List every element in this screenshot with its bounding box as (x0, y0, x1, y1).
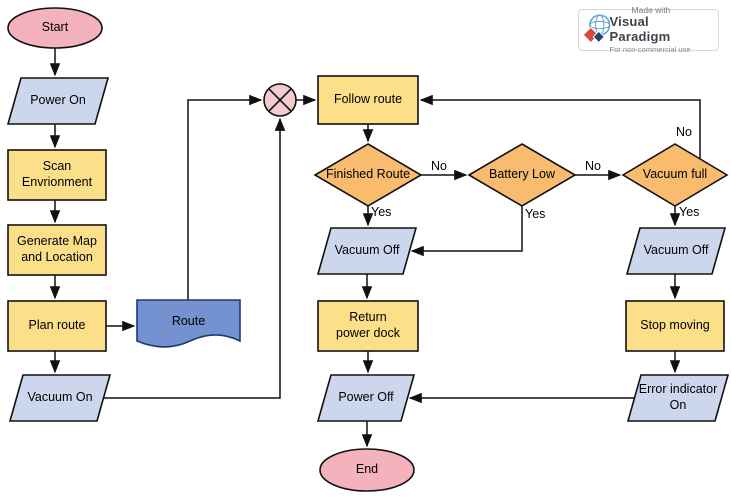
watermark-license: For non-commercial use (609, 45, 691, 55)
vacuum-off-right-node-label: Vacuum Off (643, 243, 709, 258)
vacuum-full-decision-shape (621, 143, 729, 207)
visual-paradigm-logo-icon (582, 14, 611, 44)
power-off-data-shape (316, 374, 416, 422)
start-node-label: Start (41, 20, 69, 35)
vacuum-off-left-data-shape (316, 227, 418, 275)
route-node-label: Route (171, 314, 206, 329)
follow-route-node-label: Follow route (333, 92, 403, 107)
edge-label-battery-low-no: No (585, 159, 601, 173)
end-node-label: End (355, 462, 379, 477)
end-terminator-shape (319, 448, 415, 492)
generate-map-node-label: Generate Map and Location (17, 234, 97, 264)
plan-route-process-shape (7, 300, 107, 352)
start-terminator-shape (7, 7, 103, 49)
error-indicator-node-label: Error indicator On (638, 382, 718, 412)
edge-label-battery-low-yes: Yes (525, 207, 546, 221)
stop-moving-node-label: Stop moving (640, 318, 710, 333)
plan-route-node-label: Plan route (28, 318, 86, 333)
watermark-brand: Visual Paradigm (609, 14, 671, 45)
return-power-dock-process-shape (317, 300, 419, 352)
stop-moving-process-shape (625, 300, 725, 352)
visual-paradigm-watermark[interactable]: Made with Visual Paradigm For non-commer… (578, 4, 719, 55)
scan-environment-node-label: Scan Envrionment (21, 159, 93, 189)
return-power-dock-node-label: Return power dock (336, 310, 400, 340)
edge-label-finished-route-yes: Yes (371, 205, 392, 219)
edge-label-vacuum-full-no: No (676, 125, 692, 139)
finished-route-decision-shape (313, 143, 423, 207)
scan-environment-process-shape (7, 149, 107, 201)
edge-label-vacuum-full-yes: Yes (679, 205, 700, 219)
edge-label-finished-route-no: No (431, 159, 447, 173)
watermark-text: Made with Visual Paradigm For non-commer… (609, 4, 712, 55)
route-document-shape (136, 299, 241, 348)
vacuum-off-left-node-label: Vacuum Off (334, 243, 400, 258)
generate-map-process-shape (7, 224, 107, 276)
edge-vacuum-full-to-follow-route (419, 94, 701, 159)
error-indicator-data-shape (626, 374, 730, 422)
vacuum-on-data-shape (8, 374, 112, 422)
junction-cross-line (268, 88, 292, 112)
power-on-data-shape (6, 77, 110, 125)
power-off-node-label: Power Off (338, 390, 394, 405)
edge-battery-low-to-vacuum-off (410, 206, 523, 257)
battery-low-node-label: Battery Low (488, 167, 555, 182)
vacuum-full-node-label: Vacuum full (642, 167, 708, 182)
battery-low-decision-shape (467, 143, 577, 207)
edge-route-to-junction (187, 94, 263, 300)
vacuum-off-right-data-shape (625, 227, 727, 275)
edge-vacuum-on-to-junction (104, 117, 286, 399)
follow-route-process-shape (317, 75, 419, 125)
power-on-node-label: Power On (30, 93, 86, 108)
finished-route-node-label: Finished Route (325, 167, 411, 182)
flow-edges (49, 48, 701, 448)
flow-nodes (6, 7, 730, 492)
watermark-made-with: Made with (631, 4, 671, 15)
vacuum-on-node-label: Vacuum On (27, 390, 93, 405)
